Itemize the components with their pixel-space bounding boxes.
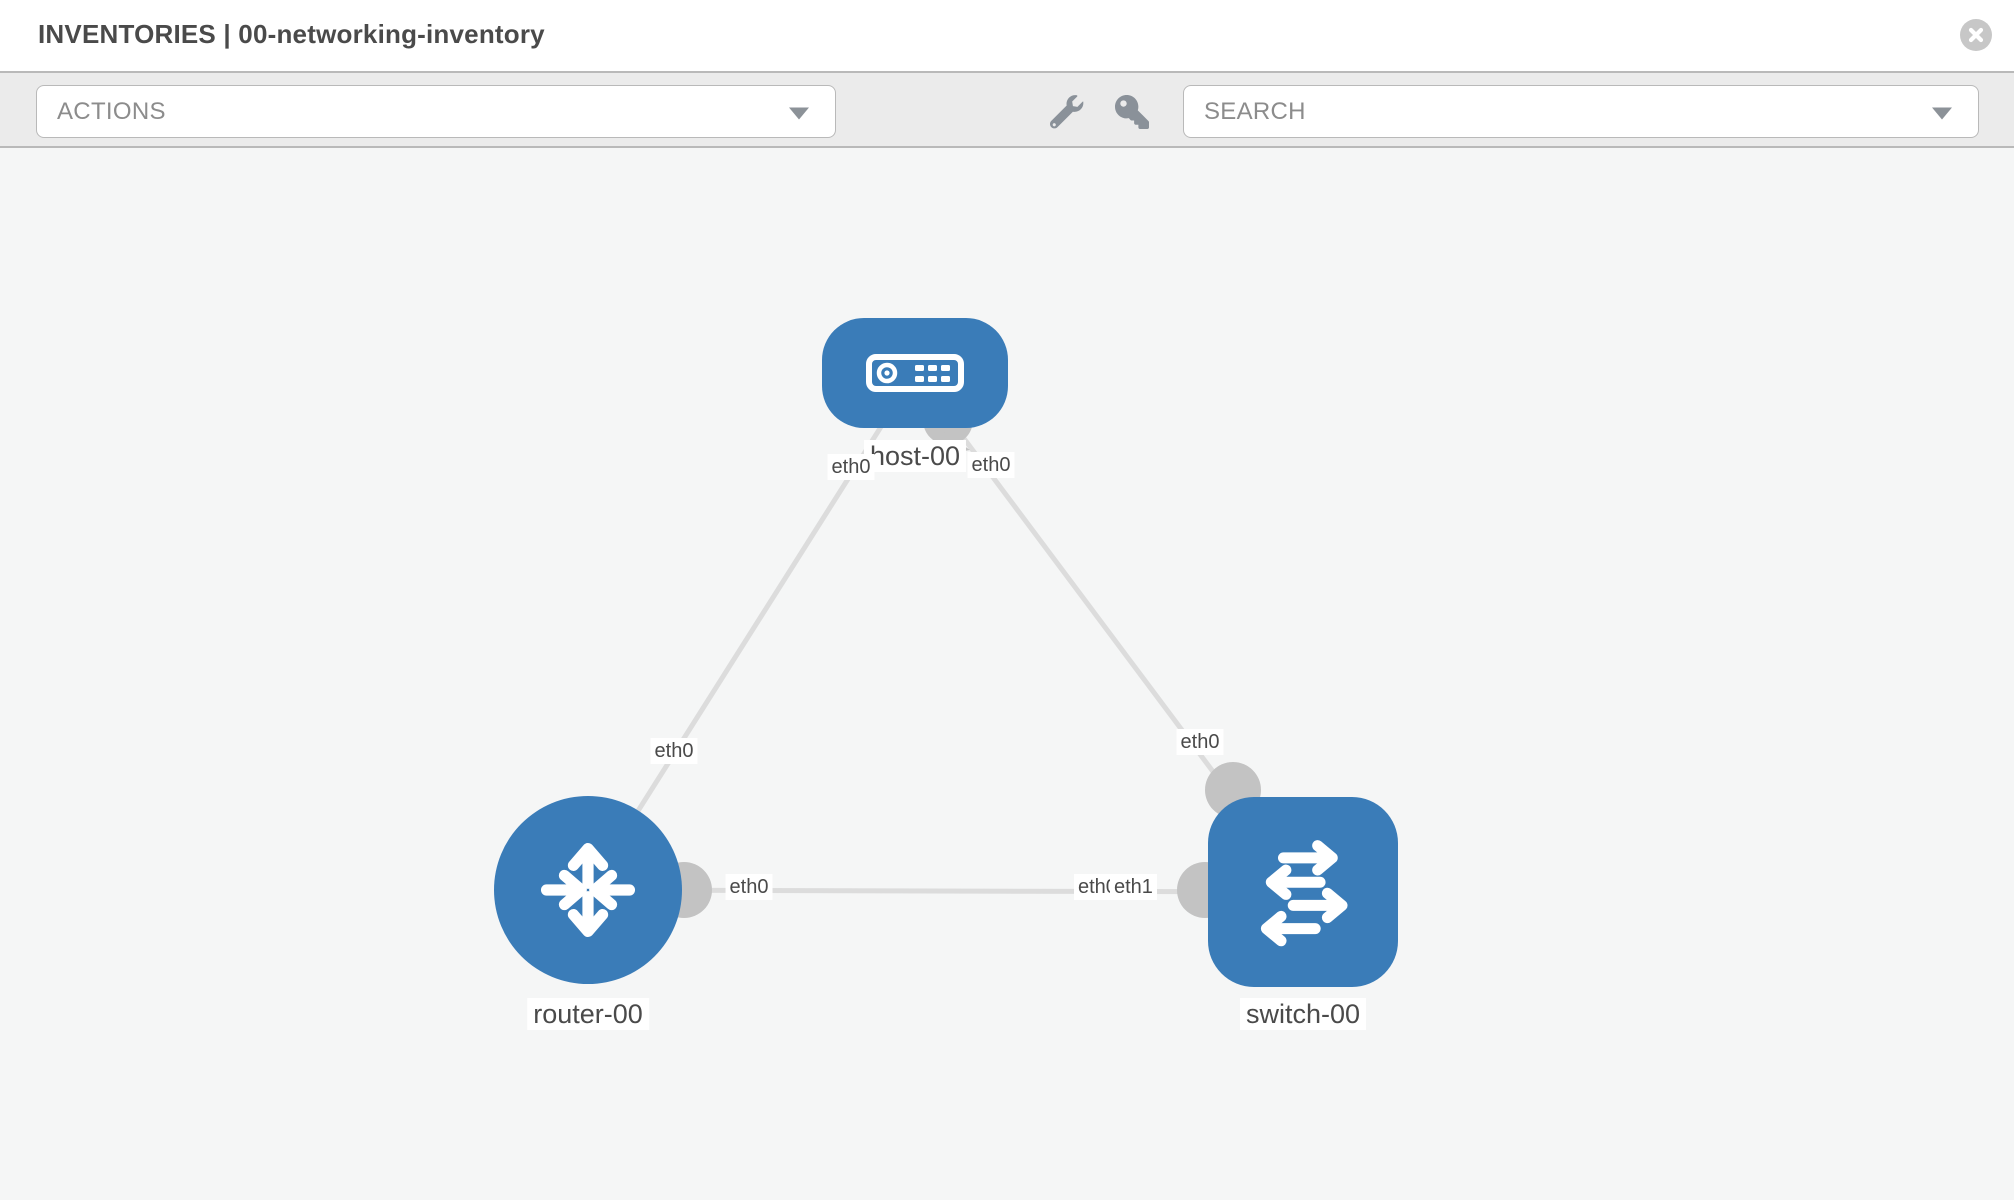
key-button[interactable] bbox=[1113, 93, 1151, 131]
actions-dropdown[interactable]: ACTIONS bbox=[36, 85, 836, 138]
wrench-icon bbox=[1050, 95, 1084, 129]
page-title: INVENTORIES | 00-networking-inventory bbox=[38, 19, 545, 49]
interface-label-router-eth0-link: eth0 bbox=[725, 874, 773, 900]
interface-label-router-eth0-upper: eth0 bbox=[650, 738, 698, 764]
server-icon bbox=[866, 354, 964, 392]
close-icon bbox=[1968, 27, 1984, 43]
links-layer bbox=[585, 371, 1306, 918]
node-router-00[interactable] bbox=[494, 796, 682, 984]
topology-canvas[interactable]: host-00 router-00 switch-00 eth0 eth0 et… bbox=[0, 148, 2014, 1200]
interface-label-switch-eth0-upper: eth0 bbox=[1176, 729, 1224, 755]
interface-label-switch-eth1: eth1 bbox=[1110, 874, 1157, 900]
header: INVENTORIES | 00-networking-inventory bbox=[0, 0, 2014, 71]
switch-arrows-icon bbox=[1260, 840, 1348, 947]
interface-label-host-eth0-left: eth0 bbox=[827, 454, 875, 480]
chevron-down-icon bbox=[1932, 106, 1952, 119]
wrench-button[interactable] bbox=[1048, 93, 1086, 131]
chevron-down-icon bbox=[789, 106, 809, 119]
key-icon bbox=[1115, 95, 1149, 129]
interface-label-host-eth0-right: eth0 bbox=[967, 452, 1015, 478]
search-dropdown[interactable]: SEARCH bbox=[1183, 85, 1979, 138]
router-arrows-icon bbox=[540, 842, 636, 938]
node-label-host-00: host-00 bbox=[863, 440, 967, 472]
close-button[interactable] bbox=[1960, 19, 1992, 51]
actions-dropdown-label: ACTIONS bbox=[57, 97, 166, 125]
toolbar: ACTIONS SEARCH bbox=[0, 71, 2014, 148]
node-switch-00[interactable] bbox=[1208, 797, 1398, 987]
search-placeholder: SEARCH bbox=[1204, 97, 1306, 125]
node-host-00[interactable] bbox=[822, 318, 1008, 428]
node-label-switch-00: switch-00 bbox=[1239, 998, 1367, 1030]
node-label-router-00: router-00 bbox=[527, 998, 649, 1030]
